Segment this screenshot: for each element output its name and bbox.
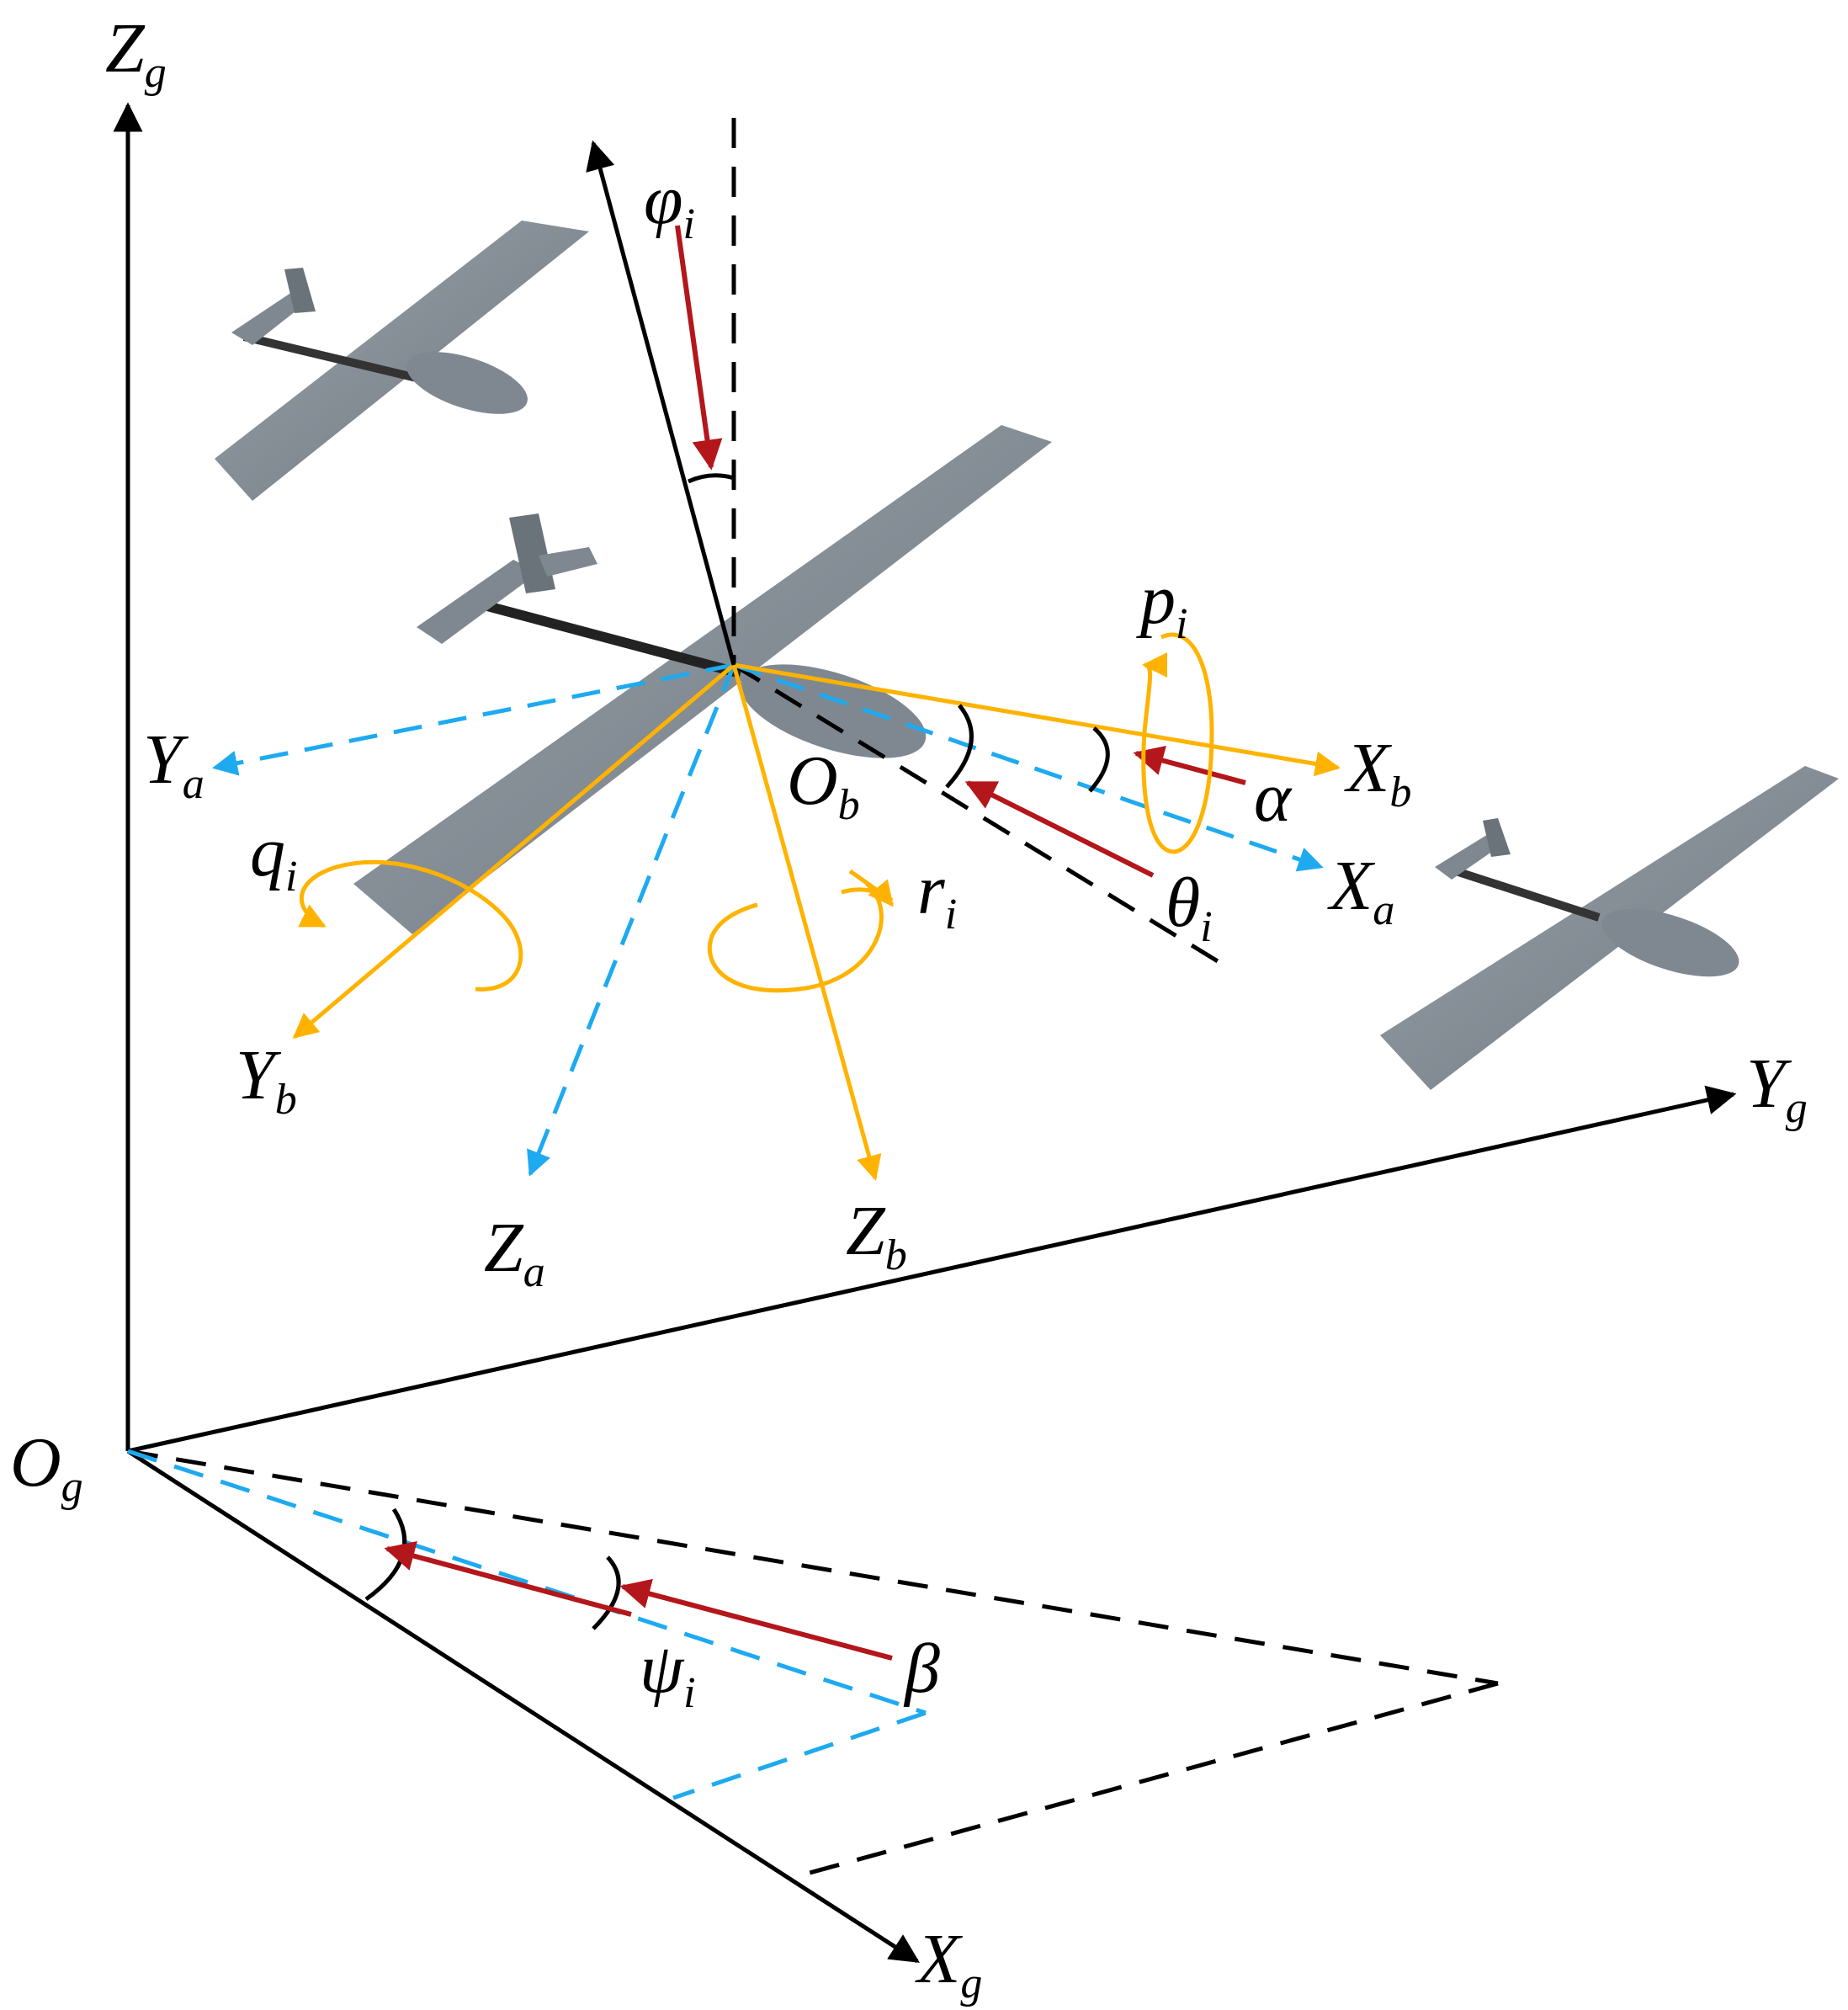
body-vertical-line xyxy=(586,140,736,666)
xa-ground-projection xyxy=(127,1449,927,1715)
xa-projection-return xyxy=(672,1710,927,1800)
za-axis xyxy=(527,664,736,1177)
angle-labels: φi θi ψi α β xyxy=(640,161,1293,1717)
label-yb: Yb xyxy=(236,1036,297,1124)
label-xb: Xb xyxy=(1344,729,1411,816)
reference-lines xyxy=(127,118,1499,1877)
alpha-arrow xyxy=(1133,746,1246,785)
label-phi: φi xyxy=(644,161,695,248)
label-za: Za xyxy=(484,1209,545,1296)
projection-line-return xyxy=(803,1681,1499,1877)
beta-arc xyxy=(592,1555,621,1630)
rate-labels: pi qi ri xyxy=(250,561,1187,939)
r-rotation-arrow xyxy=(841,879,894,907)
label-psi: ψi xyxy=(640,1630,696,1717)
q-rotation xyxy=(298,859,523,992)
xg-axis xyxy=(126,1449,920,1964)
ground-axes xyxy=(113,102,1737,1964)
beta-arrow xyxy=(619,1578,893,1661)
theta-arc xyxy=(945,704,974,789)
label-zb: Zb xyxy=(846,1192,907,1279)
label-xa: Xa xyxy=(1327,847,1394,934)
yg-axis xyxy=(127,1085,1737,1454)
xa-axis xyxy=(733,662,1324,872)
zb-axis xyxy=(731,664,882,1181)
label-r: ri xyxy=(917,851,957,939)
label-beta: β xyxy=(903,1630,940,1708)
label-zg: Zg xyxy=(105,9,167,97)
air-axes xyxy=(212,662,1324,1177)
angle-arcs xyxy=(364,473,1110,1630)
yb-axis xyxy=(292,663,735,1039)
p-rotation xyxy=(1141,632,1214,854)
label-q: qi xyxy=(250,813,297,901)
psi-arrow xyxy=(384,1541,632,1617)
label-og: Og xyxy=(10,1423,83,1511)
label-yg: Yg xyxy=(1746,1045,1808,1132)
label-theta: θi xyxy=(1166,864,1213,951)
body-axes xyxy=(292,662,1341,1181)
label-ob: Ob xyxy=(787,742,860,829)
axis-labels: Zg Yg Xg Og Ob Xb Yb Zb Xa Ya Za xyxy=(10,9,1808,2007)
theta-arrow xyxy=(964,780,1155,878)
angular-rates xyxy=(298,632,1214,993)
label-alpha: α xyxy=(1254,758,1293,837)
phi-arc xyxy=(687,473,735,484)
projection-line-outer xyxy=(127,1449,1499,1686)
alpha-arc xyxy=(1088,726,1110,793)
angle-arrows xyxy=(384,225,1246,1661)
phi-arrow xyxy=(675,225,723,471)
aircraft-top-left xyxy=(215,221,589,501)
label-ya: Ya xyxy=(143,721,204,808)
aircraft-right xyxy=(1380,766,1839,1090)
label-xg: Xg xyxy=(915,1920,982,2007)
label-p: pi xyxy=(1136,561,1187,648)
aircraft-main xyxy=(353,425,1052,934)
xb-axis xyxy=(733,662,1341,777)
